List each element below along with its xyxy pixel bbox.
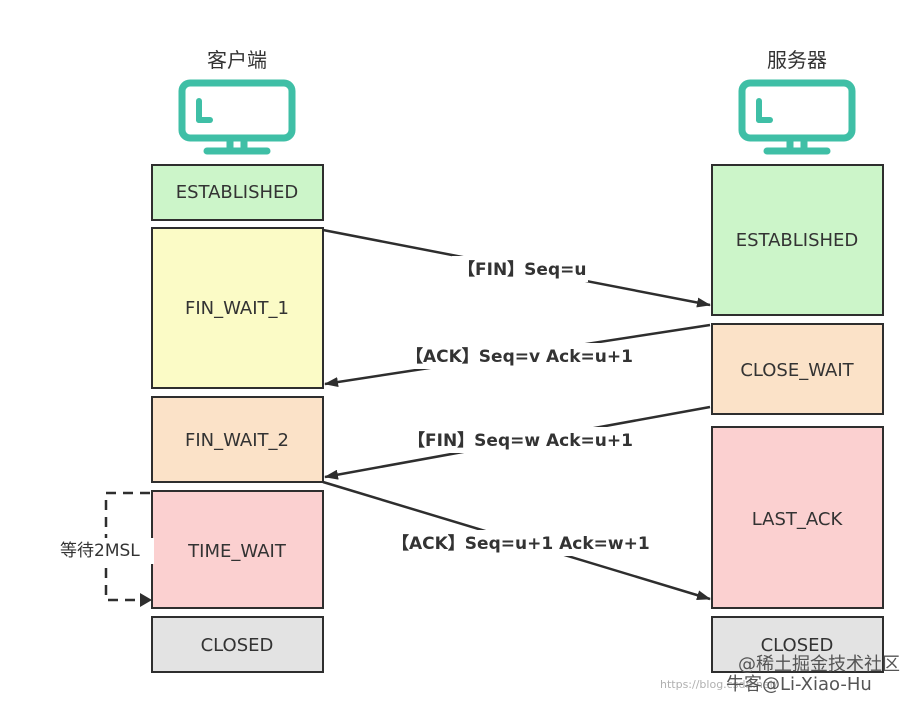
client-state-time-wait-label: TIME_WAIT xyxy=(187,541,287,562)
client-state-fin-wait-1: FIN_WAIT_1 xyxy=(151,227,324,389)
client-monitor-icon xyxy=(178,79,296,155)
server-state-established-label: ESTABLISHED xyxy=(736,230,859,251)
server-state-closed: CLOSED xyxy=(711,616,884,673)
watermark-url: https://blog.csdn.net/ xyxy=(660,678,778,691)
server-state-close-wait: CLOSE_WAIT xyxy=(711,323,884,415)
client-state-established-label: ESTABLISHED xyxy=(176,182,299,203)
client-state-closed-label: CLOSED xyxy=(201,635,274,656)
fin-message-2-label: 【FIN】Seq=w Ack=u+1 xyxy=(408,430,633,451)
client-state-fin-wait-2: FIN_WAIT_2 xyxy=(151,396,324,483)
server-state-last-ack: LAST_ACK xyxy=(711,426,884,609)
client-title: 客户端 xyxy=(207,48,267,72)
ack-message-1-label: 【ACK】Seq=v Ack=u+1 xyxy=(406,346,633,367)
client-state-established: ESTABLISHED xyxy=(151,164,324,221)
fin-message-1-label: 【FIN】Seq=u xyxy=(458,259,586,280)
watermark-second: 牛客@Li-Xiao-Hu xyxy=(726,674,872,695)
server-state-close-wait-label: CLOSE_WAIT xyxy=(740,360,854,381)
server-state-established: ESTABLISHED xyxy=(711,164,884,316)
server-title: 服务器 xyxy=(767,48,827,72)
client-state-time-wait: TIME_WAIT xyxy=(151,490,324,609)
watermark-main: @稀土掘金技术社区 xyxy=(738,654,900,675)
wait-2msl-bracket xyxy=(104,491,150,602)
server-monitor-icon xyxy=(738,79,856,155)
client-state-fin-wait-2-label: FIN_WAIT_2 xyxy=(185,430,289,451)
wait-2msl-label: 等待2MSL xyxy=(60,541,140,561)
server-state-last-ack-label: LAST_ACK xyxy=(752,509,844,530)
client-state-fin-wait-1-label: FIN_WAIT_1 xyxy=(185,298,289,319)
client-state-closed: CLOSED xyxy=(151,616,324,673)
server-state-closed-label: CLOSED xyxy=(761,635,834,656)
ack-message-2-label: 【ACK】Seq=u+1 Ack=w+1 xyxy=(392,533,650,554)
